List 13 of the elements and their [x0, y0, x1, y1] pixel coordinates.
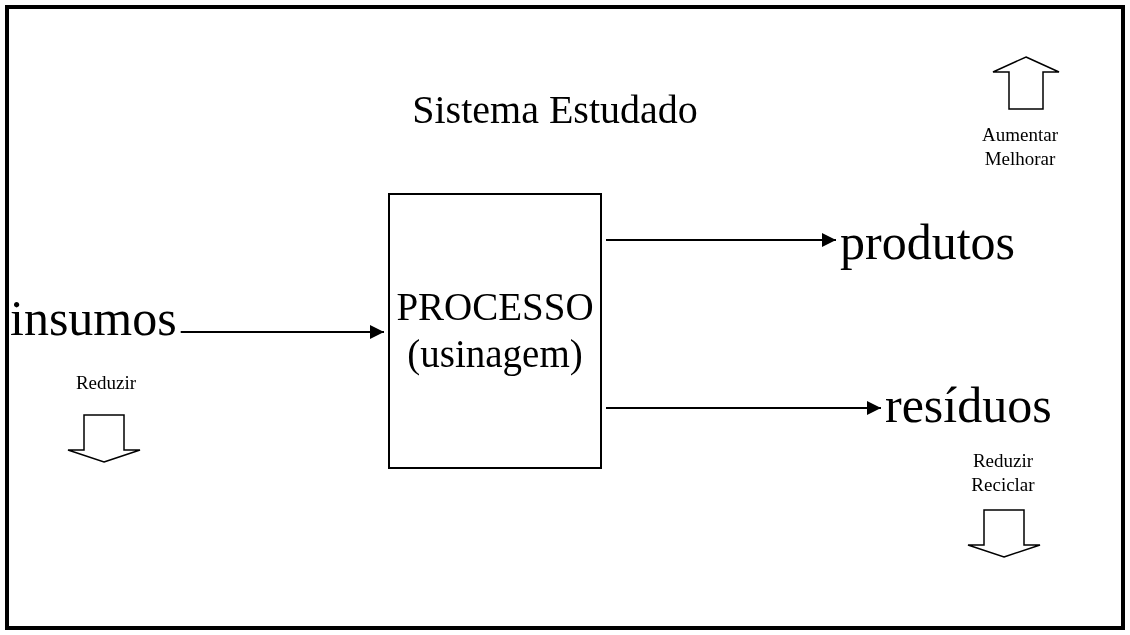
output-label: resíduos [885, 377, 1052, 433]
system-title: Sistema Estudado [412, 88, 698, 132]
note-text: Reduzir Reciclar [970, 449, 1036, 497]
arrow [605, 233, 837, 247]
note-text: Reduzir [74, 371, 138, 395]
input-label: insumos [10, 290, 177, 346]
arrow [605, 401, 882, 415]
arrow [179, 325, 385, 339]
system-boundary [5, 5, 1125, 630]
output-label: produtos [840, 214, 1015, 270]
note-text: Aumentar Melhorar [981, 123, 1059, 171]
process-box [388, 193, 602, 469]
process-title: PROCESSO (usinagem) [395, 284, 595, 378]
